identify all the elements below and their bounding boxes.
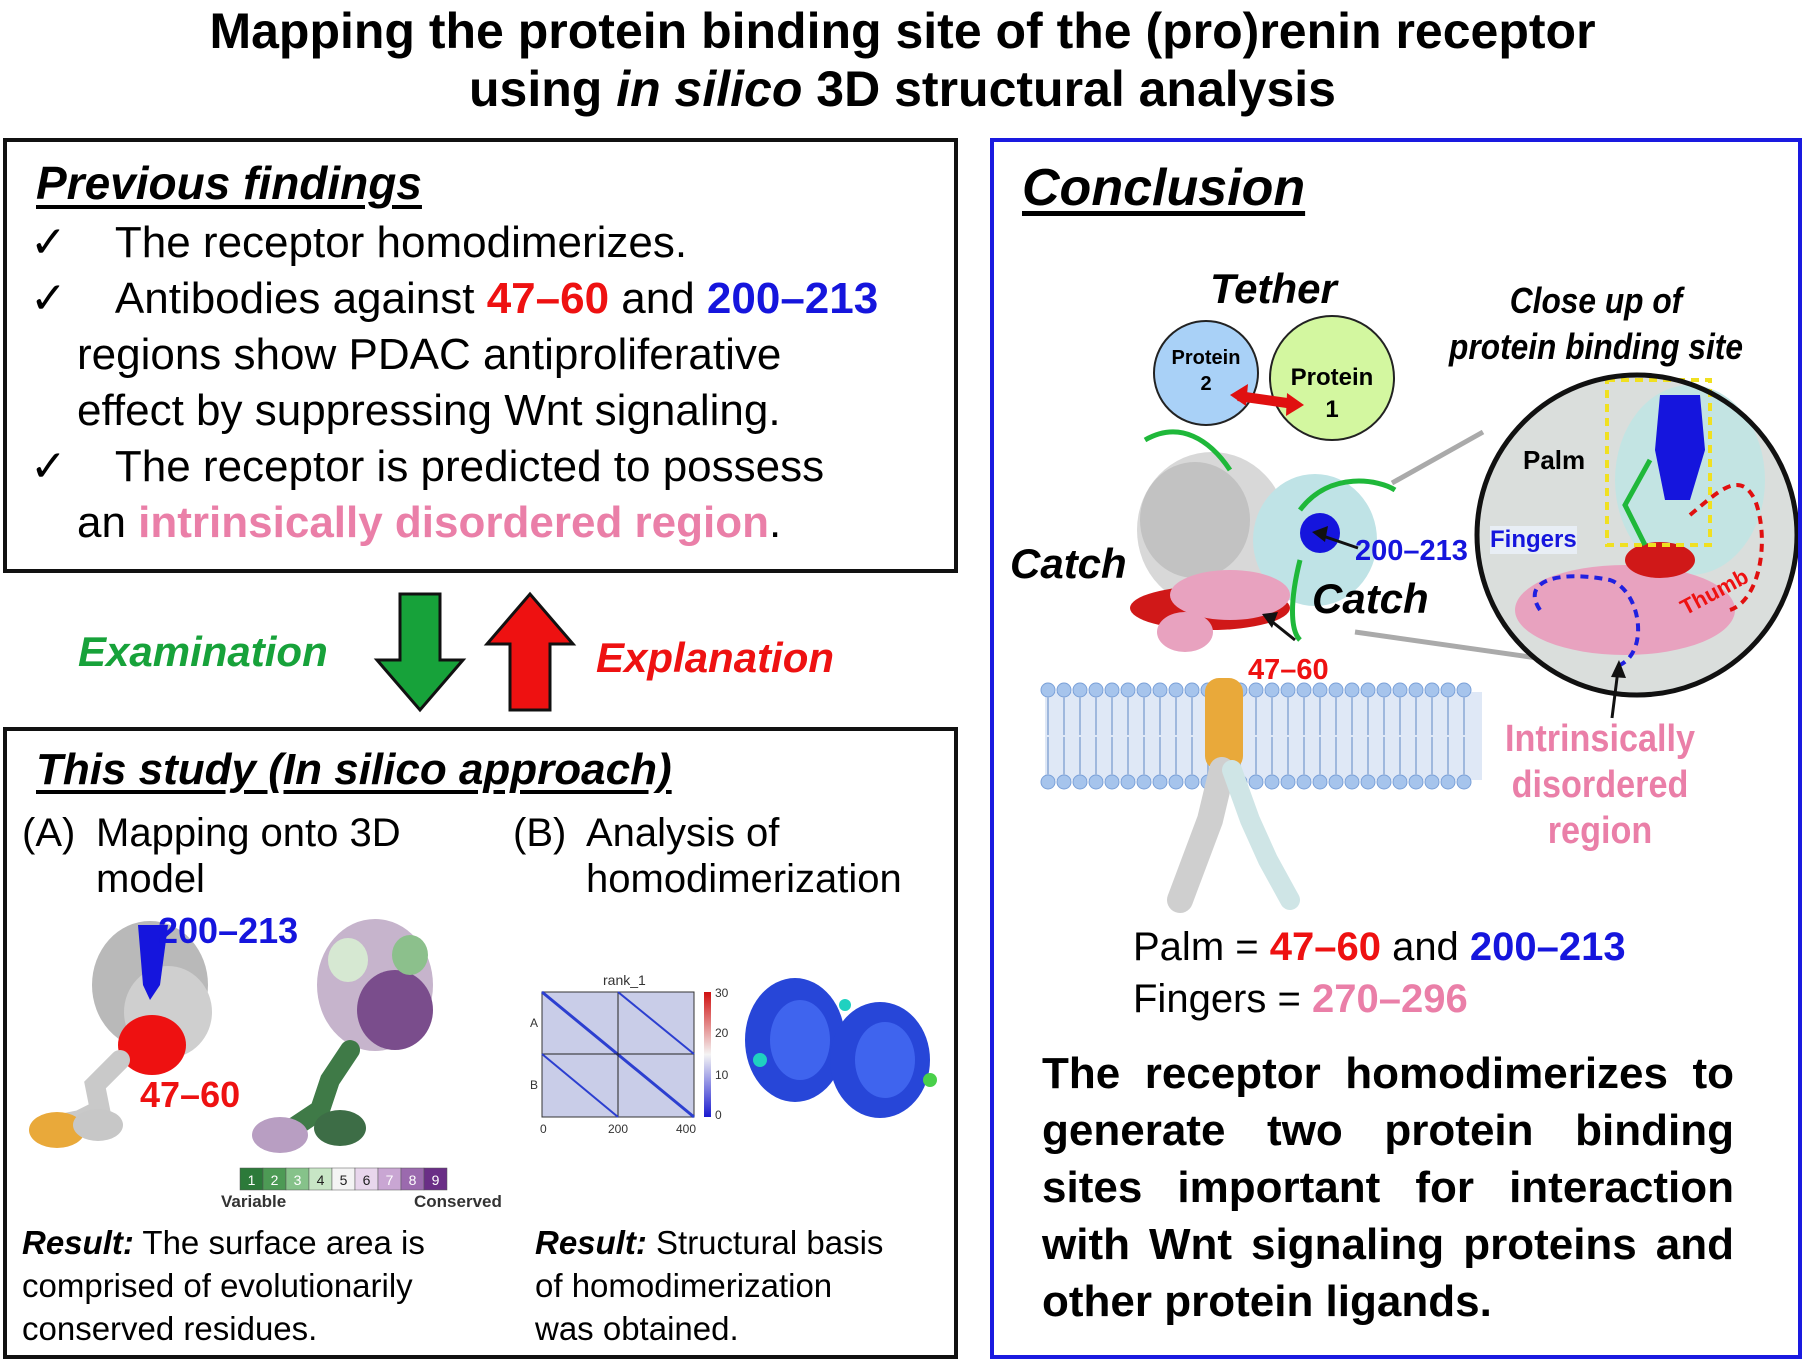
tether-label: Tether — [1210, 265, 1337, 312]
explanation-label: Explanation — [596, 634, 835, 681]
heatmap-ytick: B — [530, 1078, 539, 1092]
palm-label: Palm — [1523, 445, 1586, 475]
finding-1: ✓The receptor homodimerizes. — [30, 218, 688, 267]
scale-cell-label: 9 — [432, 1172, 440, 1188]
scale-cell-label: 5 — [340, 1172, 348, 1188]
fingers-equation: Fingers = 270–296 — [1133, 977, 1468, 1021]
membrane — [1040, 682, 1482, 790]
heatmap-xtick: 400 — [676, 1122, 697, 1136]
title-line-1: Mapping the protein binding site of the … — [209, 3, 1596, 59]
heatmap-colorbar-tick: 20 — [715, 1026, 729, 1040]
model-a-label-47: 47–60 — [140, 1074, 241, 1115]
tether-arrow — [1230, 384, 1304, 416]
section-a-label: (A) — [22, 811, 76, 855]
result-a-line-2: comprised of evolutionarily — [22, 1267, 413, 1304]
label-47-60: 47–60 — [1248, 654, 1329, 686]
conclusion-statement: The receptor homodimerizes to generate t… — [1042, 1049, 1734, 1326]
scale-cell-label: 4 — [317, 1172, 325, 1188]
scale-cell-label: 7 — [386, 1172, 394, 1188]
this-study-box — [3, 727, 958, 1359]
section-b-title-2: homodimerization — [586, 857, 902, 901]
fingers-label: Fingers — [1490, 526, 1577, 554]
model-a-conservation — [252, 919, 433, 1153]
scale-cell — [423, 1167, 448, 1191]
dimer-structure — [745, 978, 937, 1118]
catch-right-label: Catch — [1312, 575, 1429, 622]
result-a-line-3: conserved residues. — [22, 1310, 318, 1347]
this-study-heading: This study (In silico approach) — [36, 745, 672, 794]
finding-3: ✓The receptor is predicted to possess — [30, 442, 825, 491]
finding-3-line-2: an intrinsically disordered region. — [77, 498, 782, 547]
protein-1-circle — [1269, 315, 1395, 441]
section-b-label: (B) — [513, 811, 567, 855]
scale-cell-label: 3 — [294, 1172, 302, 1188]
title-line-2: using in silico 3D structural analysis — [469, 61, 1336, 117]
section-a-title-2: model — [96, 857, 205, 901]
previous-findings-box — [3, 138, 958, 573]
page-title: Mapping the protein binding site of the … — [0, 0, 1805, 118]
section-a-title-1: Mapping onto 3D — [96, 811, 401, 855]
scale-cell-label: 6 — [363, 1172, 371, 1188]
down-arrow — [373, 592, 467, 713]
heatmap-ytick: A — [530, 1016, 539, 1030]
heatmap-title: rank_1 — [603, 972, 646, 988]
receptor-structure — [1130, 429, 1397, 913]
model-a-colored — [29, 921, 212, 1148]
palm-equation: Palm = 47–60 and 200–213 — [1133, 925, 1626, 969]
heatmap-colorbar-tick: 0 — [715, 1108, 722, 1122]
label-200-213: 200–213 — [1355, 535, 1468, 567]
scale-variable-label: Variable — [221, 1192, 287, 1211]
catch-left-label: Catch — [1010, 540, 1127, 587]
scale-cell-label: 2 — [271, 1172, 279, 1188]
conclusion-box — [990, 138, 1802, 1359]
heatmap-xtick: 200 — [608, 1122, 629, 1136]
closeup-circle — [1474, 372, 1800, 698]
scale-conserved-label: Conserved — [414, 1192, 502, 1211]
finding-2: ✓Antibodies against 47–60 and 200–213 — [30, 274, 879, 323]
section-b-title-1: Analysis of — [586, 811, 780, 855]
examination-label: Examination — [78, 628, 328, 675]
model-a-label-200: 200–213 — [158, 910, 299, 951]
heatmap-colorbar-tick: 10 — [715, 1068, 729, 1082]
heatmap-xtick: 0 — [540, 1122, 547, 1136]
protein-2-circle — [1153, 320, 1259, 426]
up-arrow — [483, 591, 577, 712]
contact-heatmap — [541, 990, 711, 1119]
result-b-line-3: was obtained. — [535, 1310, 739, 1347]
finding-2-line-2: regions show PDAC antiproliferative — [77, 330, 782, 379]
scale-cell-label: 1 — [248, 1172, 256, 1188]
previous-findings-heading: Previous findings — [36, 157, 422, 209]
result-b-line-2: of homodimerization — [535, 1267, 833, 1304]
heatmap-colorbar-tick: 30 — [715, 986, 729, 1000]
finding-2-line-3: effect by suppressing Wnt signaling. — [77, 386, 781, 435]
result-b-line-1: Result: Structural basis — [535, 1224, 884, 1261]
scale-cell-label: 8 — [409, 1172, 417, 1188]
result-a-line-1: Result: The surface area is — [22, 1224, 425, 1261]
conclusion-heading: Conclusion — [1022, 159, 1306, 217]
